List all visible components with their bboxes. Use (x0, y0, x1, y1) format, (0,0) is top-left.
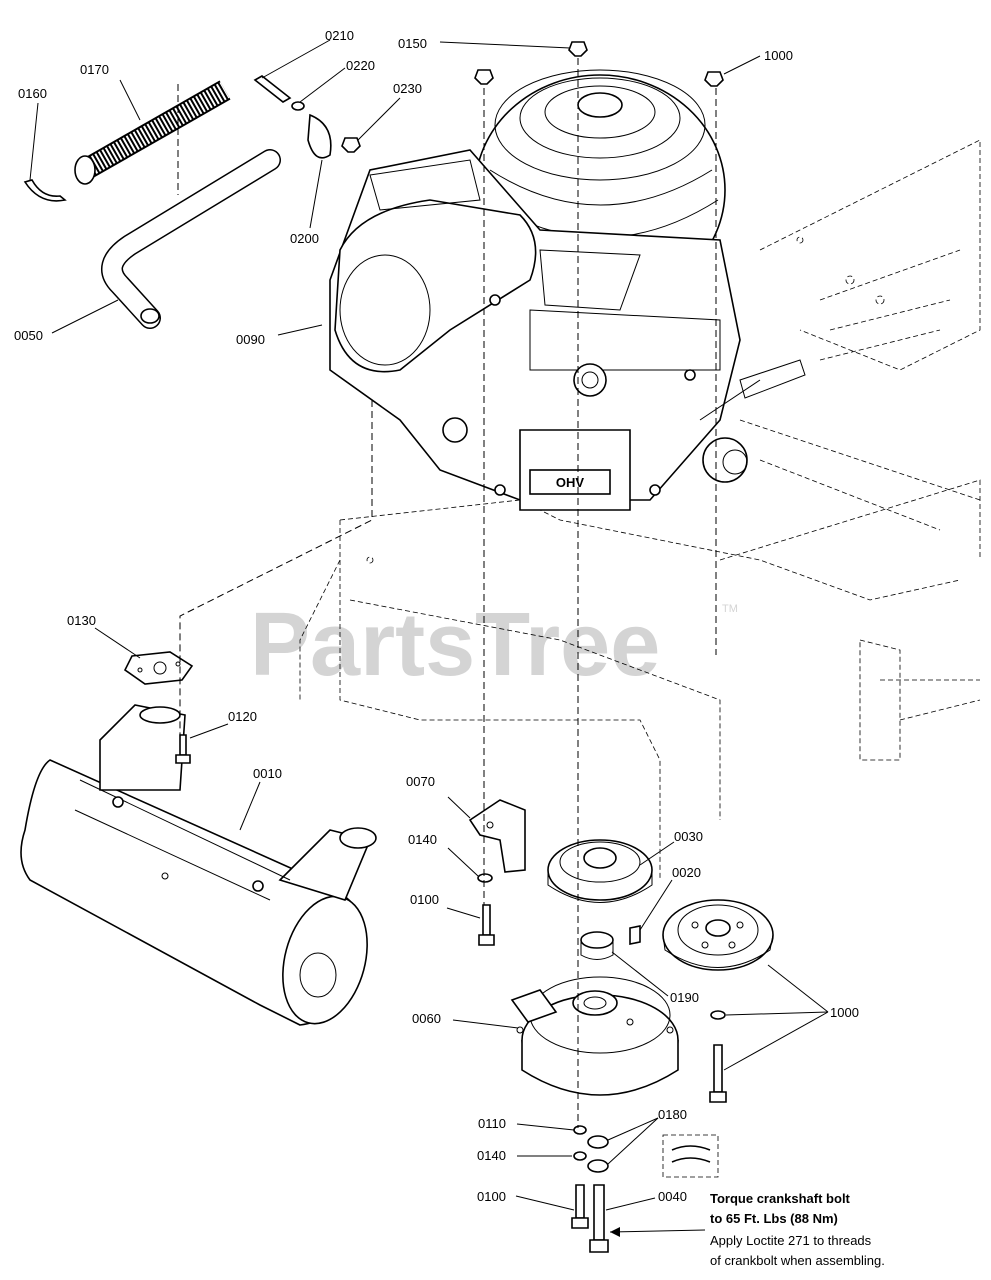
mower-frame-phantom (299, 139, 981, 880)
callout-0220: 0220 (346, 58, 375, 73)
callout-0160: 0160 (18, 86, 47, 101)
callout-0180: 0180 (658, 1107, 687, 1122)
alignment-lines (177, 58, 717, 1128)
callout-0100-b: 0100 (477, 1189, 506, 1204)
key (629, 925, 641, 945)
watermark: PartsTree (250, 595, 660, 695)
exhaust-gasket (123, 651, 194, 685)
muffler-bolt (175, 734, 191, 764)
idler-washer (710, 1010, 726, 1020)
belleville-washer-detail (662, 1134, 719, 1178)
breather-hose (74, 80, 231, 185)
clamp-hardware (253, 75, 361, 159)
lower-hardware (571, 1125, 609, 1253)
callout-labels: 0210 0150 1000 0220 0170 0160 0230 0200 … (14, 28, 859, 1204)
callout-0090: 0090 (236, 332, 265, 347)
callout-0120: 0120 (228, 709, 257, 724)
callout-0020: 0020 (672, 865, 701, 880)
idler-pulley (662, 899, 774, 971)
callout-0070: 0070 (406, 774, 435, 789)
pto-clutch (510, 976, 679, 1096)
ohv-badge-text: OHV (556, 475, 585, 490)
torque-note: Torque crankshaft bolt to 65 Ft. Lbs (88… (710, 1191, 885, 1268)
callout-0060: 0060 (412, 1011, 441, 1026)
washer-upper (477, 873, 493, 883)
callout-0130: 0130 (67, 613, 96, 628)
callout-0150: 0150 (398, 36, 427, 51)
top-mounting-nuts (474, 41, 724, 87)
leader-lines (29, 39, 829, 1237)
callout-0100-a: 0100 (410, 892, 439, 907)
callout-0230: 0230 (393, 81, 422, 96)
breather-tube (101, 149, 281, 329)
engine: OHV (329, 69, 806, 511)
belt-guide-bracket (468, 799, 526, 873)
muffler (20, 704, 377, 1026)
bolt-upper (478, 904, 495, 946)
note-line-3: Apply Loctite 271 to threads (710, 1233, 872, 1248)
engine-pulley (547, 839, 653, 903)
note-line-4: of crankbolt when assembling. (710, 1253, 885, 1268)
callout-0040: 0040 (658, 1189, 687, 1204)
spacer (580, 931, 614, 960)
callout-0200: 0200 (290, 231, 319, 246)
callout-0030: 0030 (674, 829, 703, 844)
callout-0210: 0210 (325, 28, 354, 43)
callout-0110: 0110 (478, 1116, 506, 1131)
watermark-trademark: TM (722, 603, 738, 615)
idler-bolt (709, 1044, 727, 1103)
callout-0140-b: 0140 (477, 1148, 506, 1163)
rotating-screen-hub (577, 92, 623, 118)
callout-0170: 0170 (80, 62, 109, 77)
note-line-2: to 65 Ft. Lbs (88 Nm) (710, 1211, 838, 1226)
air-cleaner-cover (334, 199, 537, 373)
callout-1000-top: 1000 (764, 48, 793, 63)
callout-0050: 0050 (14, 328, 43, 343)
hose-clamp (23, 179, 67, 202)
callout-0010: 0010 (253, 766, 282, 781)
note-line-1: Torque crankshaft bolt (710, 1191, 851, 1206)
callout-1000-bottom: 1000 (830, 1005, 859, 1020)
callout-0190: 0190 (670, 990, 699, 1005)
ohv-badge (529, 469, 611, 495)
callout-0140-a: 0140 (408, 832, 437, 847)
